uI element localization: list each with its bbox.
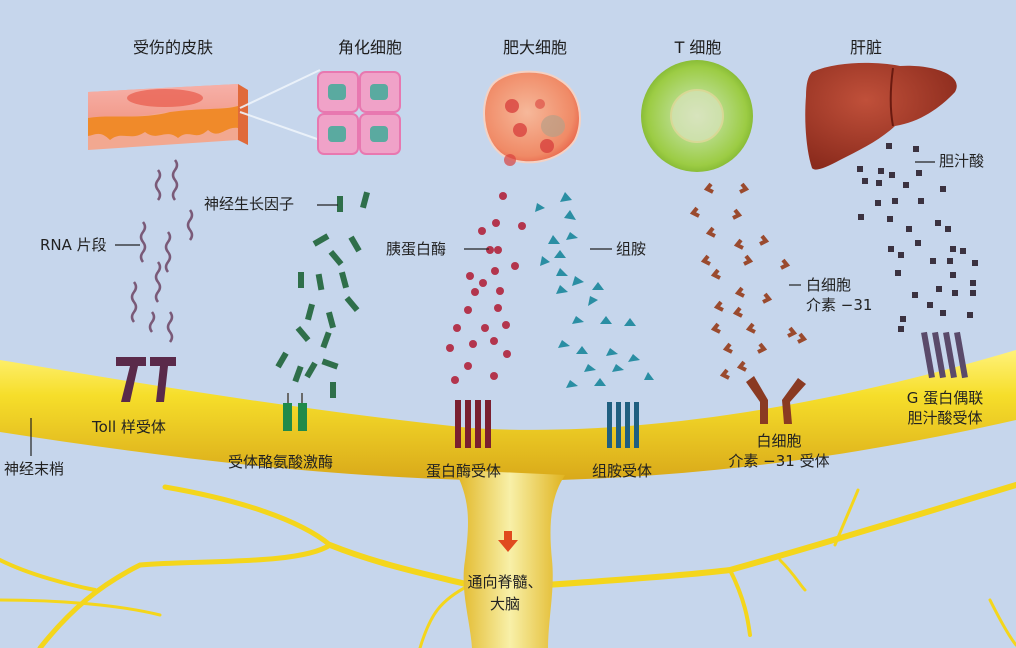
label-protease-receptor: 蛋白酶受体 (426, 462, 502, 480)
nerve-branches (0, 482, 1016, 648)
receptor-tyrosine-kinase (283, 393, 307, 431)
leader-lines (30, 161, 935, 456)
label-histamine-receptor: 组胺受体 (592, 462, 653, 480)
tryptase-molecules (446, 192, 526, 384)
label-signal-line1: 通向脊髓、 (467, 573, 543, 591)
il31-molecules (689, 182, 808, 380)
label-rna-fragments: RNA 片段 (40, 236, 107, 254)
label-liver: 肝脏 (849, 38, 883, 57)
label-bile-acid: 胆汁酸 (939, 152, 985, 170)
label-il31-line1: 白细胞 (806, 276, 852, 294)
label-il31-receptor-line1: 白细胞 (756, 432, 802, 450)
bile-acid-molecules (857, 143, 978, 332)
arrow-down-icon (498, 531, 518, 552)
protease-receptor (455, 400, 491, 448)
label-t-cell: T 细胞 (674, 38, 722, 57)
label-il31-receptor-line2: 介素 −31 受体 (728, 452, 830, 470)
label-receptor-tyrosine-kinase: 受体酪氨酸激酶 (228, 453, 334, 471)
gpcr-bile-acid-receptor (921, 331, 968, 379)
label-nerve-ending: 神经末梢 (4, 460, 65, 478)
label-nerve-growth-factor: 神经生长因子 (204, 195, 295, 213)
mast-cell-illustration (483, 70, 581, 166)
label-toll-like-receptor: Toll 样受体 (92, 418, 166, 436)
t-cell-illustration (641, 60, 753, 172)
nerve-ending-band (0, 350, 1016, 480)
toll-like-receptor (116, 357, 176, 402)
ngf-molecules (275, 191, 370, 398)
label-mast-cell: 肥大细胞 (502, 38, 568, 57)
label-il31-line2: 介素 −31 (806, 296, 873, 314)
liver-illustration (805, 62, 957, 170)
label-histamine: 组胺 (616, 240, 647, 258)
label-tryptase: 胰蛋白酶 (386, 240, 447, 258)
keratinocyte-illustration (317, 71, 401, 155)
label-keratinocyte: 角化细胞 (337, 38, 403, 57)
nerve-trunk (455, 470, 565, 648)
damaged-skin-illustration (88, 69, 321, 150)
rna-fragments (130, 159, 194, 343)
il31-receptor (746, 376, 806, 424)
label-gpcr-line1: G 蛋白偶联 (906, 389, 984, 407)
label-gpcr-line2: 胆汁酸受体 (907, 409, 983, 427)
histamine-molecules (535, 192, 654, 388)
histamine-receptor (607, 402, 639, 448)
label-damaged-skin: 受伤的皮肤 (132, 38, 214, 57)
label-signal-line2: 大脑 (489, 595, 521, 613)
